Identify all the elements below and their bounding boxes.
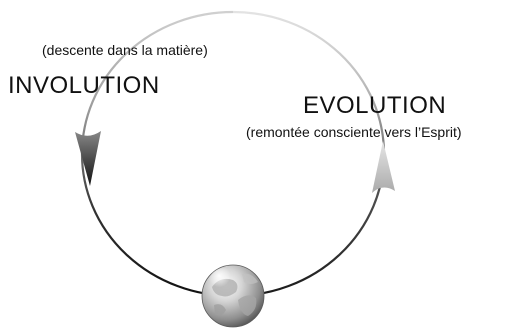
arrowhead-down-icon [75,131,101,186]
ascending-arc [233,12,384,296]
involution-subtitle: (descente dans la matière) [42,42,208,58]
earth-globe-icon [202,265,264,327]
arrowhead-up-icon [372,141,395,193]
involution-title: INVOLUTION [8,72,160,100]
evolution-title: EVOLUTION [303,92,446,120]
evolution-subtitle: (remontée consciente vers l’Esprit) [246,124,462,140]
